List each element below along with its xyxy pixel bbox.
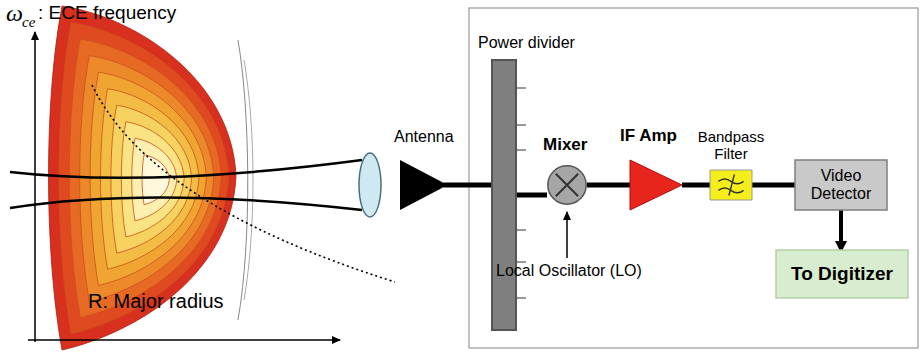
ece-frequency-curve <box>92 85 395 282</box>
component-label: Antenna <box>394 128 454 146</box>
flux-line <box>244 60 253 300</box>
box-label: Video Detector <box>801 167 881 202</box>
signal-line <box>516 193 547 198</box>
signal-line <box>682 183 710 188</box>
antenna-horn: Antenna <box>400 160 442 210</box>
component-label: Bandpass Filter <box>696 129 766 162</box>
axis-title: : ECE frequency <box>38 2 176 24</box>
amplifier-triangle: IF Amp <box>630 160 682 210</box>
signal-line <box>587 183 630 188</box>
output-box: To Digitizer <box>776 250 908 298</box>
component-label: IF Amp <box>620 127 677 146</box>
sightline <box>10 160 362 178</box>
mixer-symbol-shape <box>547 165 587 205</box>
frequency-axis <box>34 32 36 342</box>
bandpass-filter-shape <box>710 170 752 200</box>
flux-surface <box>132 138 177 221</box>
lens <box>359 153 381 217</box>
signal-arrow <box>839 210 843 250</box>
flux-surface <box>111 105 192 253</box>
component-label: Power divider <box>478 34 575 52</box>
signal-line <box>752 183 795 188</box>
axis-subscript: ce <box>22 14 35 31</box>
signal-line <box>442 183 492 188</box>
bandpass-filter: Bandpass Filter <box>710 170 752 200</box>
receiver-housing <box>469 8 918 348</box>
box-label: To Digitizer <box>791 264 893 285</box>
sightline <box>10 197 362 210</box>
amplifier-triangle-shape <box>630 160 682 210</box>
axis-symbol: ω <box>6 0 23 27</box>
power-divider: Power divider <box>492 60 516 330</box>
flux-line <box>238 40 248 320</box>
video-detector: Video Detector <box>795 160 887 210</box>
power-divider-shape <box>492 60 516 330</box>
axis-title: R: Major radius <box>88 290 224 313</box>
component-label: Mixer <box>543 136 587 155</box>
radius-axis <box>28 339 340 341</box>
signal-label: Local Oscillator (LO) <box>496 262 642 280</box>
antenna-horn-shape <box>400 160 442 210</box>
mixer-symbol: Mixer <box>547 165 587 205</box>
lo-arrow <box>566 212 568 258</box>
